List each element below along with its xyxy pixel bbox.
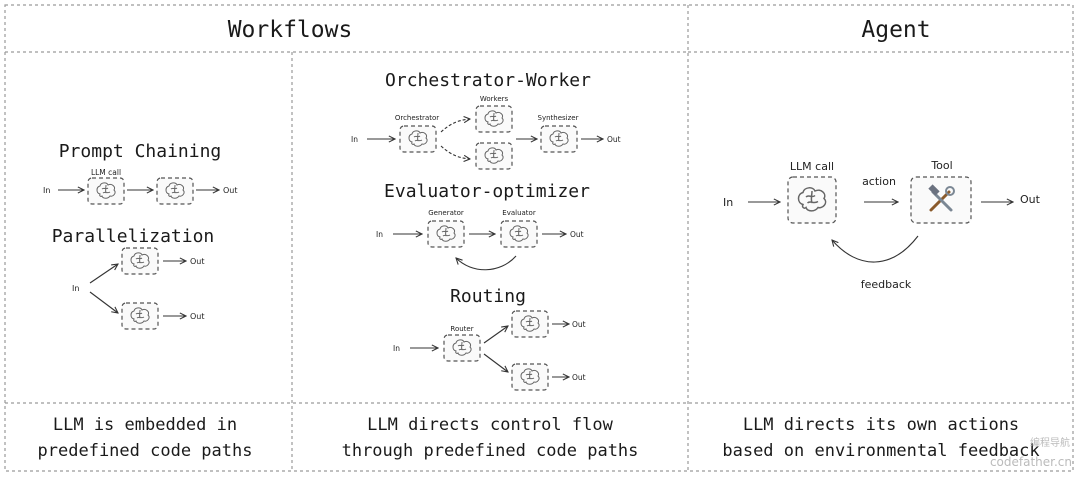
router-label: Router: [450, 325, 473, 333]
evaluator-optimizer-out-label: Out: [570, 230, 584, 239]
outer-frame: [4, 4, 1074, 472]
orchestrator-worker-diagram: Orchestrator-Worker In Orchestrator Work…: [351, 70, 621, 170]
orchestrator-arrow-up: [440, 119, 470, 133]
routing-title: Routing: [450, 286, 526, 307]
footer-col3-line1: LLM directs its own actions: [743, 415, 1019, 435]
footer-col1-line2: predefined code paths: [38, 441, 253, 461]
footer-col3-line2: based on environmental feedback: [722, 441, 1039, 461]
prompt-chaining-in-label: In: [43, 186, 50, 195]
evaluator-label: Evaluator: [502, 209, 536, 217]
evaluator-optimizer-in-label: In: [376, 230, 383, 239]
watermark-line1: 编程导航: [1030, 436, 1070, 449]
evaluator-feedback-arrow: [456, 255, 517, 271]
evaluator-optimizer-title: Evaluator-optimizer: [384, 181, 590, 202]
routing-out-bottom-label: Out: [572, 373, 586, 382]
agent-out-label: Out: [1020, 193, 1041, 206]
agent-feedback-arrow: [832, 235, 919, 263]
prompt-chaining-out-label: Out: [223, 186, 238, 195]
router-arrow-up: [483, 326, 508, 344]
prompt-chaining-title: Prompt Chaining: [59, 141, 222, 162]
hammer-and-wrench-icon: [928, 184, 955, 212]
parallelization-in-label: In: [72, 284, 79, 293]
parallelization-arrow-down: [89, 291, 118, 313]
orchestrator-label: Orchestrator: [395, 114, 439, 122]
parallelization-arrow-up: [89, 264, 118, 284]
agent-diagram: In LLM call action Tool Out feedback: [723, 159, 1041, 291]
watermark-line2: codefather.cn: [990, 455, 1072, 469]
parallelization-title: Parallelization: [52, 226, 215, 247]
orchestrator-worker-out-label: Out: [607, 135, 621, 144]
orchestrator-arrow-down: [440, 145, 470, 159]
routing-diagram: Routing In Router Out Out: [393, 286, 586, 391]
generator-label: Generator: [428, 209, 464, 217]
prompt-chaining-llm-call-label: LLM call: [91, 168, 121, 177]
agent-tool-label: Tool: [930, 159, 952, 172]
agent-action-label: action: [862, 175, 896, 188]
orchestrator-worker-in-label: In: [351, 135, 358, 144]
parallelization-out-top-label: Out: [190, 257, 205, 266]
agent-heading: Agent: [861, 17, 930, 43]
evaluator-optimizer-diagram: Evaluator-optimizer In Generator Evaluat…: [376, 181, 590, 271]
footer-col2-line2: through predefined code paths: [342, 441, 639, 461]
workers-label: Workers: [480, 95, 509, 103]
agent-feedback-label: feedback: [861, 278, 912, 291]
router-arrow-down: [483, 353, 508, 372]
footer-col1-line1: LLM is embedded in: [53, 415, 237, 435]
footer-col2-line1: LLM directs control flow: [367, 415, 613, 435]
routing-in-label: In: [393, 344, 400, 353]
parallelization-diagram: Parallelization In Out Out: [52, 226, 215, 330]
synthesizer-label: Synthesizer: [538, 114, 579, 122]
prompt-chaining-diagram: Prompt Chaining In LLM call Out: [43, 141, 238, 205]
agent-llm-call-label: LLM call: [790, 160, 834, 173]
orchestrator-worker-title: Orchestrator-Worker: [385, 70, 591, 91]
workflows-heading: Workflows: [228, 17, 353, 43]
parallelization-out-bottom-label: Out: [190, 312, 205, 321]
routing-out-top-label: Out: [572, 320, 586, 329]
agent-in-label: In: [723, 196, 733, 209]
